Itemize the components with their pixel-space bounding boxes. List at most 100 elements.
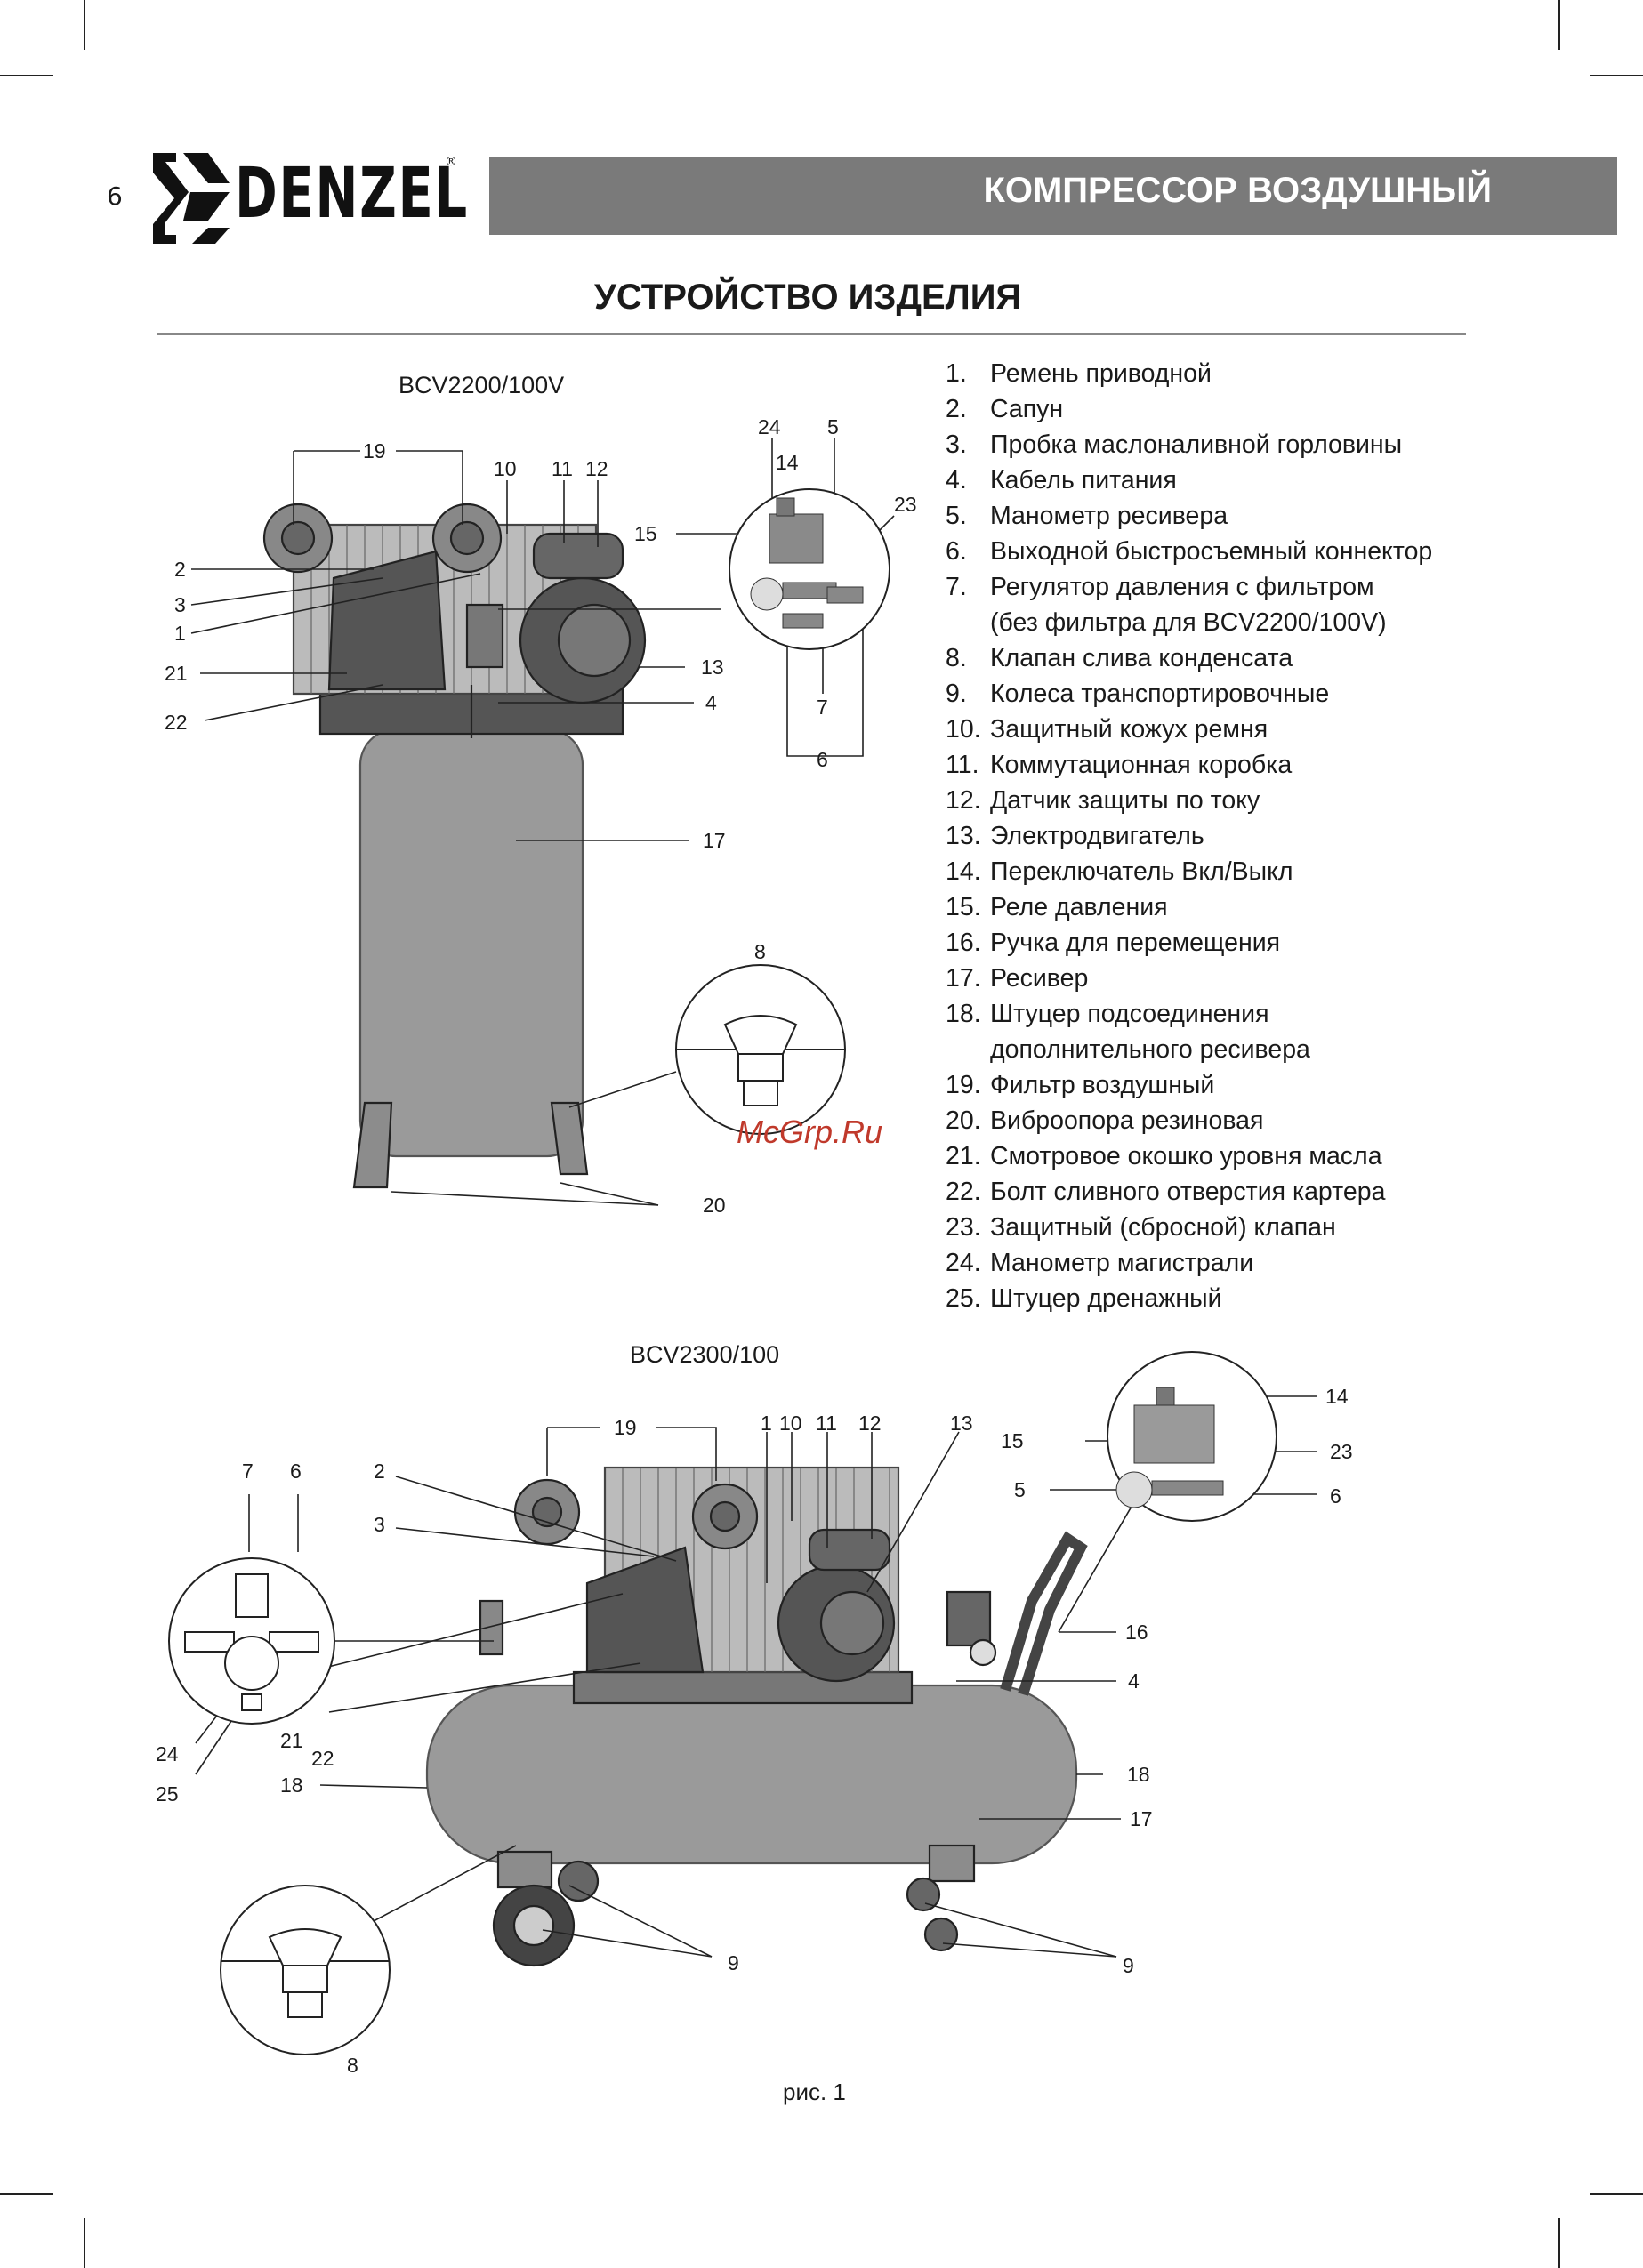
part-description: Штуцер подсоединения bbox=[990, 1000, 1269, 1028]
part-number: 16. bbox=[946, 929, 981, 957]
callout-h1: 1 bbox=[761, 1411, 772, 1435]
callout-h5: 5 bbox=[1014, 1478, 1026, 1501]
callout-h3: 3 bbox=[374, 1513, 385, 1536]
callout-h24: 24 bbox=[156, 1742, 179, 1765]
callout-h10: 10 bbox=[779, 1411, 802, 1435]
callout-v8: 8 bbox=[754, 940, 766, 963]
callout-h21: 21 bbox=[280, 1729, 303, 1752]
callout-v11: 11 bbox=[552, 457, 573, 480]
part-number: 2. bbox=[946, 395, 967, 423]
pressure-switch-inset-horizontal bbox=[1107, 1351, 1277, 1522]
part-item: 1.Ремень приводной bbox=[946, 356, 1432, 391]
part-item: 23.Защитный (сбросной) клапан bbox=[946, 1210, 1432, 1245]
callout-v19: 19 bbox=[363, 439, 386, 462]
horizontal-callout-numbers: 19 1 10 11 12 13 7 6 2 3 24 25 21 22 18 … bbox=[156, 1385, 1353, 2077]
model-label-vertical: BCV2200/100V bbox=[399, 372, 565, 398]
drain-valve-inset-vertical bbox=[675, 964, 846, 1135]
callout-h25: 25 bbox=[156, 1782, 179, 1806]
callout-v15: 15 bbox=[634, 522, 657, 545]
callout-h6: 6 bbox=[290, 1460, 302, 1483]
callout-v3: 3 bbox=[174, 593, 186, 616]
header-title: КОМПРЕССОР ВОЗДУШНЫЙ bbox=[983, 171, 1492, 210]
part-item: 20.Виброопора резиновая bbox=[946, 1103, 1432, 1138]
part-description: Смотровое окошко уровня масла bbox=[990, 1142, 1382, 1170]
part-number: 3. bbox=[946, 430, 967, 459]
part-item: 25. Штуцер дренажный bbox=[946, 1281, 1432, 1316]
horizontal-callout-lines bbox=[195, 1395, 1317, 1958]
part-description: Ресивер bbox=[990, 964, 1089, 993]
callout-v22: 22 bbox=[165, 711, 188, 734]
part-number: 1. bbox=[946, 359, 967, 388]
vertical-compressor-drawing bbox=[262, 503, 647, 1189]
callout-h19: 19 bbox=[614, 1416, 637, 1439]
part-description: Кабель питания bbox=[990, 466, 1177, 495]
crop-mark bbox=[1558, 2218, 1560, 2268]
part-description: Клапан слива конденсата bbox=[990, 644, 1293, 672]
callout-v23: 23 bbox=[894, 493, 917, 516]
part-number: 4. bbox=[946, 466, 967, 495]
callout-v7: 7 bbox=[817, 696, 828, 719]
part-item: 9.Колеса транспортировочные bbox=[946, 676, 1432, 712]
part-description: Манометр ресивера bbox=[990, 502, 1228, 530]
part-description: Виброопора резиновая bbox=[990, 1106, 1264, 1135]
crop-mark bbox=[1590, 75, 1643, 76]
callout-v2: 2 bbox=[174, 558, 186, 581]
part-item: 3. Пробка маслоналивной горловины bbox=[946, 427, 1432, 462]
callout-v6: 6 bbox=[817, 748, 828, 771]
vertical-callout-lines bbox=[190, 438, 895, 1206]
callout-v21: 21 bbox=[165, 662, 188, 685]
part-number: 25. bbox=[946, 1284, 981, 1313]
part-item: 12. Датчик защиты по току bbox=[946, 783, 1432, 818]
registered-mark: ® bbox=[445, 155, 457, 169]
callout-v13: 13 bbox=[701, 655, 724, 679]
part-item: 15.Реле давления bbox=[946, 889, 1432, 925]
part-description: Датчик защиты по току bbox=[990, 786, 1260, 815]
callout-h23: 23 bbox=[1330, 1440, 1353, 1463]
brand-logo: DENZEL ® bbox=[153, 149, 467, 247]
model-label-horizontal: BCV2300/100 bbox=[630, 1341, 780, 1368]
part-description: Болт сливного отверстия картера bbox=[990, 1178, 1386, 1206]
part-number: 7. bbox=[946, 573, 967, 601]
callout-h11: 11 bbox=[816, 1411, 837, 1435]
part-item: 22. Болт сливного отверстия картера bbox=[946, 1174, 1432, 1210]
callout-h9-right: 9 bbox=[1123, 1954, 1134, 1977]
pressure-switch-inset bbox=[729, 488, 890, 650]
callout-h2: 2 bbox=[374, 1460, 385, 1483]
callout-h16: 16 bbox=[1125, 1621, 1148, 1644]
part-description: Защитный кожух ремня bbox=[990, 715, 1268, 744]
part-description: Фильтр воздушный bbox=[990, 1071, 1215, 1099]
crop-mark bbox=[0, 2193, 53, 2195]
part-description-continued: (без фильтра для BCV2200/100V) bbox=[990, 608, 1387, 637]
part-description: Переключатель Вкл/Выкл bbox=[990, 857, 1293, 886]
callout-h13: 13 bbox=[950, 1411, 973, 1435]
part-description: Пробка маслоналивной горловины bbox=[990, 430, 1403, 459]
part-description: Штуцер дренажный bbox=[990, 1284, 1222, 1313]
callout-h18-left: 18 bbox=[280, 1773, 303, 1797]
part-item: 17.Ресивер bbox=[946, 961, 1432, 996]
part-description: Коммутационная коробка bbox=[990, 751, 1293, 779]
part-item: 10. Защитный кожух ремня bbox=[946, 712, 1432, 747]
part-item: 13.Электродвигатель bbox=[946, 818, 1432, 854]
callout-h4: 4 bbox=[1128, 1669, 1140, 1693]
callout-h14: 14 bbox=[1325, 1385, 1349, 1408]
part-item: 8. Клапан слива конденсата bbox=[946, 640, 1432, 676]
crop-mark bbox=[0, 75, 53, 76]
part-item: 5.Манометр ресивера bbox=[946, 498, 1432, 534]
callout-v14: 14 bbox=[776, 451, 799, 474]
callout-v4: 4 bbox=[705, 691, 717, 714]
part-item: 4. Кабель питания bbox=[946, 462, 1432, 498]
part-description: Выходной быстросъемный коннектор bbox=[990, 537, 1433, 566]
callout-h12: 12 bbox=[858, 1411, 882, 1435]
section-title: УСТРОЙСТВО ИЗДЕЛИЯ bbox=[594, 277, 1022, 317]
callout-v5: 5 bbox=[827, 415, 839, 438]
part-number: 12. bbox=[946, 786, 981, 815]
part-item: 2.Сапун bbox=[946, 391, 1432, 427]
figure-caption: рис. 1 bbox=[783, 2079, 846, 2105]
vertical-callout-numbers: 19 10 11 12 2 3 1 21 22 13 4 17 20 8 24 … bbox=[165, 415, 917, 1217]
part-number: 10. bbox=[946, 715, 981, 744]
part-number: 8. bbox=[946, 644, 967, 672]
part-number: 9. bbox=[946, 680, 967, 708]
part-number: 22. bbox=[946, 1178, 981, 1206]
callout-h22: 22 bbox=[311, 1747, 334, 1770]
